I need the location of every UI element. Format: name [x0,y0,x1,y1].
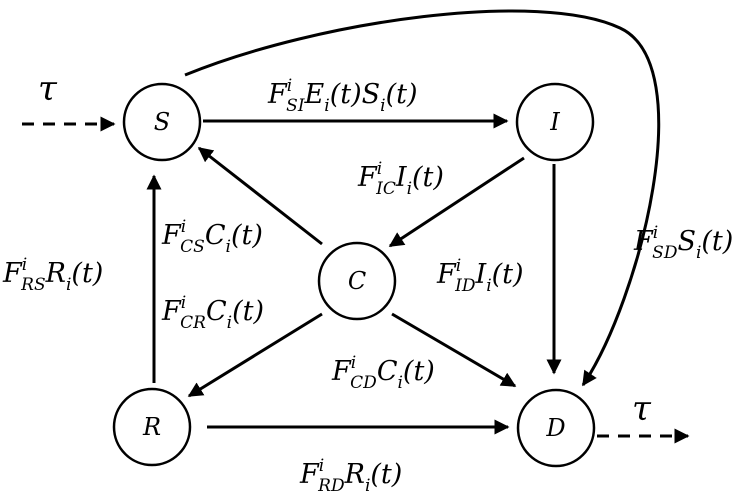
node-c: C [317,241,397,321]
node-i-label: I [549,108,560,136]
outflow-tau-label: τ [632,389,652,429]
edge-c-to-d [391,312,517,388]
edge-s-to-d [184,9,661,387]
node-s: S [122,82,202,162]
node-d-label: D [545,414,565,442]
node-i: I [515,82,595,162]
edge-i-to-c [388,156,525,248]
node-r: R [112,387,192,467]
node-c-label: C [348,267,366,295]
edge-c-to-s [197,146,323,246]
inflow-tau-label: τ [38,69,58,109]
node-d: D [516,388,596,468]
edge-c-to-r [187,312,323,398]
node-s-label: S [154,108,170,136]
node-r-label: R [142,413,161,441]
